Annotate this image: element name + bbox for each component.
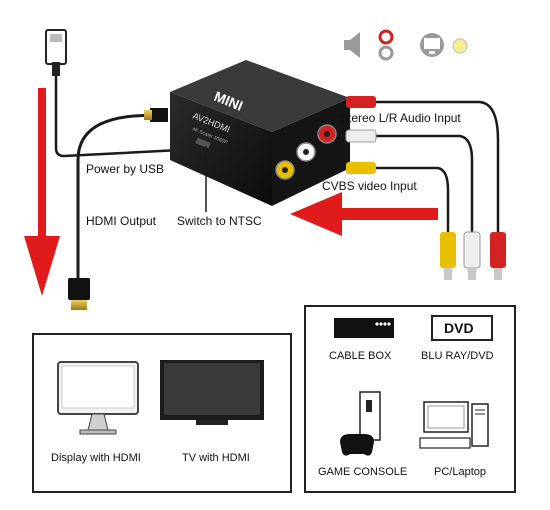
power-label: Power by USB: [86, 162, 165, 176]
rca-audio-icon: [378, 29, 394, 61]
source-label-cable-box: CABLE BOX: [329, 350, 392, 362]
monitor-icon: [57, 361, 139, 435]
source-label-game-console: GAME CONSOLE: [318, 466, 408, 478]
converter-device: MINI AV2HDMI 4K Scaler 1080P: [170, 60, 350, 206]
video-dot-icon: [452, 38, 468, 54]
pc-icon: [419, 401, 489, 449]
output-label-tv: TV with HDMI: [182, 452, 250, 464]
audio-input-label: Stereo L/R Audio Input: [340, 111, 461, 125]
output-label-display: Display with HDMI: [51, 452, 141, 464]
ntsc-switch: [195, 137, 211, 149]
cable-box-icon: [334, 318, 394, 338]
hdmi-cable: [68, 108, 169, 310]
tv-icon: [160, 360, 264, 425]
hdmi-output-label: HDMI Output: [86, 214, 157, 228]
display-icon: [420, 33, 444, 57]
left-arrow: [290, 192, 438, 236]
video-input-label: CVBS video Input: [322, 179, 417, 193]
source-label-pc: PC/Laptop: [434, 466, 486, 478]
usb-cable: [45, 29, 181, 158]
source-label-dvd: BLU RAY/DVD: [421, 350, 494, 362]
game-console-icon: [340, 391, 381, 456]
rca-cables: [345, 96, 506, 280]
dvd-badge: DVD: [444, 320, 474, 336]
speaker-icon: [344, 32, 360, 58]
switch-label: Switch to NTSC: [177, 214, 262, 228]
down-arrow: [24, 88, 60, 296]
dvd-icon: [431, 315, 493, 341]
